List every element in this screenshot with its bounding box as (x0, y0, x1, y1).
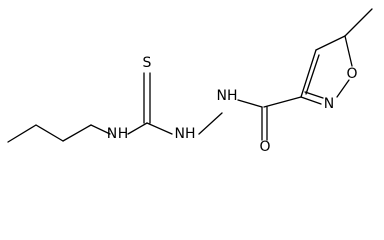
bond-ring-c3-c4-inner (305, 54, 320, 95)
bond-ring-c4-c5 (315, 35, 346, 51)
bond-butyl-3 (62, 124, 92, 142)
bond-ring-n-c3 (300, 96, 322, 105)
bond-ring-c3-c4 (300, 49, 317, 98)
bond-ring-o-n (336, 79, 350, 98)
bond-butyl-4 (90, 124, 111, 135)
atom-carbonyl-o: O (259, 139, 270, 155)
bond-nh-c (127, 122, 148, 135)
bond-ring-c5-o (344, 35, 353, 67)
atom-hydrazide-nh-1: NH (175, 126, 196, 142)
bond-butyl-2 (35, 124, 64, 142)
bond-nh-nh (198, 112, 223, 135)
molecule-svg: S N H NH NH O O N (7, 8, 373, 155)
bond-methyl (344, 8, 373, 37)
atom-ring-o: O (346, 66, 357, 82)
structure-diagram: S N H NH NH O O N (7, 8, 373, 155)
bond-carbonyl-ring (263, 96, 302, 108)
bond-ring-n-c3-inner (304, 91, 324, 99)
bond-nh-carbonyl (237, 99, 263, 108)
atom-thione-s: S (143, 55, 152, 71)
bond-c-nh (146, 122, 173, 135)
atom-hydrazide-nh-2: NH (217, 88, 238, 104)
atom-amine-h: H (118, 126, 129, 142)
atom-amine-n: N (107, 126, 117, 142)
bond-butyl-1 (7, 124, 37, 143)
atom-ring-n: N (324, 96, 334, 112)
